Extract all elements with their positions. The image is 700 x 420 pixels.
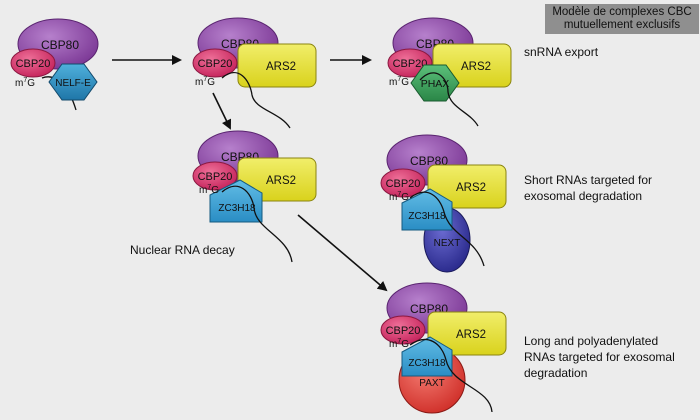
caption-long-line1: Long and polyadenylated <box>524 334 659 348</box>
cbp20-shape <box>10 48 56 78</box>
cbp20-label: CBP20 <box>386 178 421 190</box>
next-label: NEXT <box>434 238 461 249</box>
zc3h18-label: ZC3H18 <box>408 211 446 222</box>
ars2-shape <box>237 43 317 88</box>
rna-strand <box>221 185 293 263</box>
complex-ars2: CBP80 ARS2 CBP20 m7G <box>192 17 317 129</box>
cbp20-label: CBP20 <box>198 171 233 183</box>
phax-label: PHAX <box>421 78 450 90</box>
rna-strand <box>409 338 493 413</box>
rna-strand <box>409 191 485 267</box>
cap-label: m7G <box>199 184 219 196</box>
complex-phax: CBP80 ARS2 CBP20 PHAX m7G <box>387 17 512 127</box>
caption-long-line2: RNAs targeted for exosomal <box>524 350 675 364</box>
cap-label: m7G <box>15 77 35 89</box>
ars2-label: ARS2 <box>461 61 491 73</box>
cbp20-shape <box>380 315 426 345</box>
caption-short-line1: Short RNAs targeted for <box>524 173 653 187</box>
arrow-ars2-to-zc3h18 <box>212 92 232 130</box>
rna-strand <box>419 72 479 127</box>
zc3h18-label: ZC3H18 <box>408 358 446 369</box>
caption-long-rnas: Long and polyadenylated RNAs targeted fo… <box>524 333 675 381</box>
cbp20-label: CBP20 <box>386 325 421 337</box>
caption-long-line3: degradation <box>524 366 588 380</box>
cbp20-shape <box>380 168 426 198</box>
paxt-label: PAXT <box>419 378 444 389</box>
figure-title: Modèle de complexes CBC mutuellement exc… <box>545 4 699 34</box>
complex-next: CBP80 NEXT ARS2 CBP20 ZC3H18 m7G <box>380 134 507 273</box>
zc3h18-shape <box>401 188 453 231</box>
zc3h18-label: ZC3H18 <box>218 203 256 214</box>
cbp20-label: CBP20 <box>393 58 428 70</box>
caption-snrna-export: snRNA export <box>524 45 599 59</box>
cbp20-label: CBP20 <box>16 58 51 70</box>
cbp80-label: CBP80 <box>41 38 79 52</box>
caption-short-rnas: Short RNAs targeted for exosomal degrada… <box>524 172 652 204</box>
ars2-shape <box>427 311 507 356</box>
ars2-label: ARS2 <box>456 329 486 341</box>
ars2-label: ARS2 <box>266 175 296 187</box>
ars2-shape <box>427 164 507 209</box>
cbp20-shape <box>192 161 238 191</box>
cbp20-label: CBP20 <box>198 58 233 70</box>
complex-nelfe: CBP80 CBP20 NELF-E m7G <box>10 18 99 111</box>
cbp20-shape <box>192 48 238 78</box>
complex-paxt: CBP80 PAXT ARS2 CBP20 ZC3H18 m7G <box>380 282 507 414</box>
figure-title-line2: mutuellement exclusifs <box>563 19 681 31</box>
rna-strand <box>221 71 291 129</box>
complex-zc3h18: CBP80 ARS2 CBP20 ZC3H18 m7G <box>192 130 317 263</box>
arrow-zc3h18-to-paxt <box>297 214 388 292</box>
figure-title-line1: Modèle de complexes CBC <box>552 6 692 18</box>
caption-nuclear-rna-decay: Nuclear RNA decay <box>130 243 235 257</box>
cap-label: m7G <box>195 76 215 88</box>
caption-short-line2: exosomal degradation <box>524 189 643 203</box>
ars2-label: ARS2 <box>456 182 486 194</box>
cap-label: m7G <box>389 191 409 203</box>
cap-label: m7G <box>389 338 409 350</box>
nelfe-label: NELF-E <box>55 78 91 89</box>
cap-label: m7G <box>389 76 409 88</box>
nelfe-shape <box>48 63 98 101</box>
ars2-label: ARS2 <box>266 61 296 73</box>
phax-shape <box>410 64 460 102</box>
